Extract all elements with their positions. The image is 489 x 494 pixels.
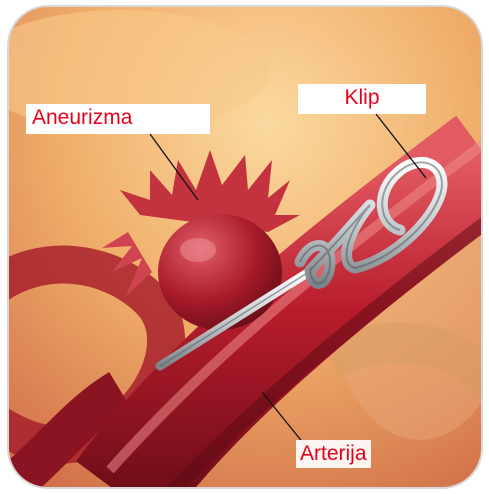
aneurysm-sac <box>158 214 282 330</box>
label-klip: Klip <box>298 84 426 114</box>
label-arterija: Arterija <box>296 440 371 468</box>
aneurysm-highlight <box>180 238 216 262</box>
label-aneurizma: Aneurizma <box>26 104 210 134</box>
